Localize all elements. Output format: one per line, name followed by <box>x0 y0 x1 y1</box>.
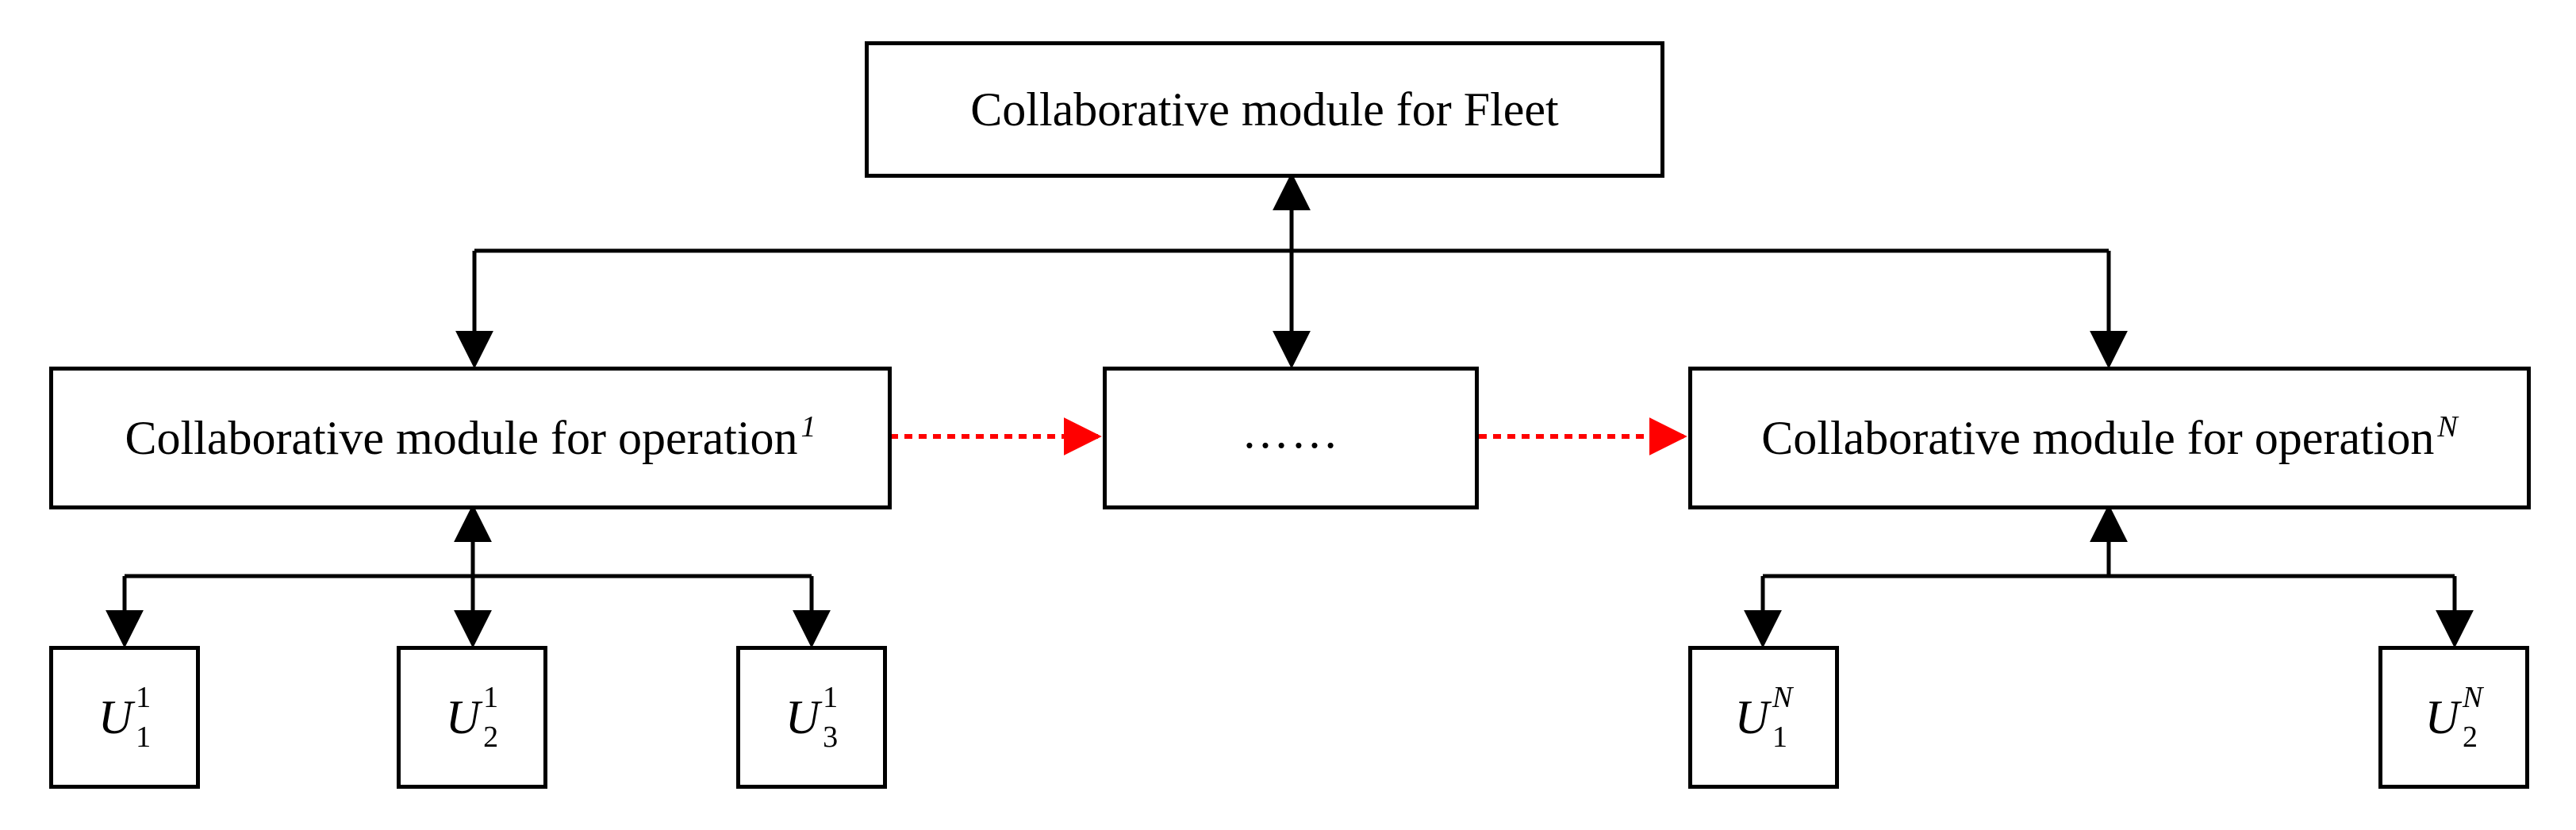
operation-module-n-box: Collaborative module for operation N <box>1688 367 2531 509</box>
unit-subscript: 1 <box>1772 720 1787 754</box>
middle-module-label: …… <box>1242 405 1340 458</box>
unit-box-1-3: U 1 3 <box>736 646 887 789</box>
unit-base: U <box>98 691 133 744</box>
middle-module-box: …… <box>1103 367 1479 509</box>
unit-base: U <box>445 691 481 744</box>
fleet-module-box: Collaborative module for Fleet <box>865 41 1664 178</box>
unit-symbol: U N 1 <box>1734 682 1793 752</box>
operation-module-1-box: Collaborative module for operation 1 <box>49 367 892 509</box>
unit-subscript: 2 <box>483 720 499 754</box>
unit-box-1-1: U 1 1 <box>49 646 200 789</box>
unit-box-n-2: U N 2 <box>2378 646 2529 789</box>
operation-module-1-label: Collaborative module for operation <box>125 412 798 464</box>
unit-symbol: U 1 3 <box>785 682 838 752</box>
unit-superscript: 1 <box>483 681 499 714</box>
unit-subscript: 3 <box>823 720 839 754</box>
unit-subscript: 2 <box>2462 720 2478 754</box>
unit-superscript: 1 <box>823 681 839 714</box>
unit-box-1-2: U 1 2 <box>397 646 547 789</box>
unit-symbol: U 1 2 <box>445 682 498 752</box>
operation-module-n-label: Collaborative module for operation <box>1761 412 2435 464</box>
unit-base: U <box>785 691 820 744</box>
operation-module-1-superscript: 1 <box>800 410 816 444</box>
operation-module-n-superscript: N <box>2437 410 2458 444</box>
unit-subscript: 1 <box>136 720 152 754</box>
fleet-module-label: Collaborative module for Fleet <box>970 83 1559 136</box>
unit-superscript: N <box>2462 681 2483 714</box>
unit-base: U <box>1734 691 1769 744</box>
unit-box-n-1: U N 1 <box>1688 646 1839 789</box>
unit-symbol: U N 2 <box>2424 682 2483 752</box>
unit-superscript: 1 <box>136 681 152 714</box>
unit-superscript: N <box>1772 681 1793 714</box>
unit-base: U <box>2424 691 2459 744</box>
unit-symbol: U 1 1 <box>98 682 151 752</box>
